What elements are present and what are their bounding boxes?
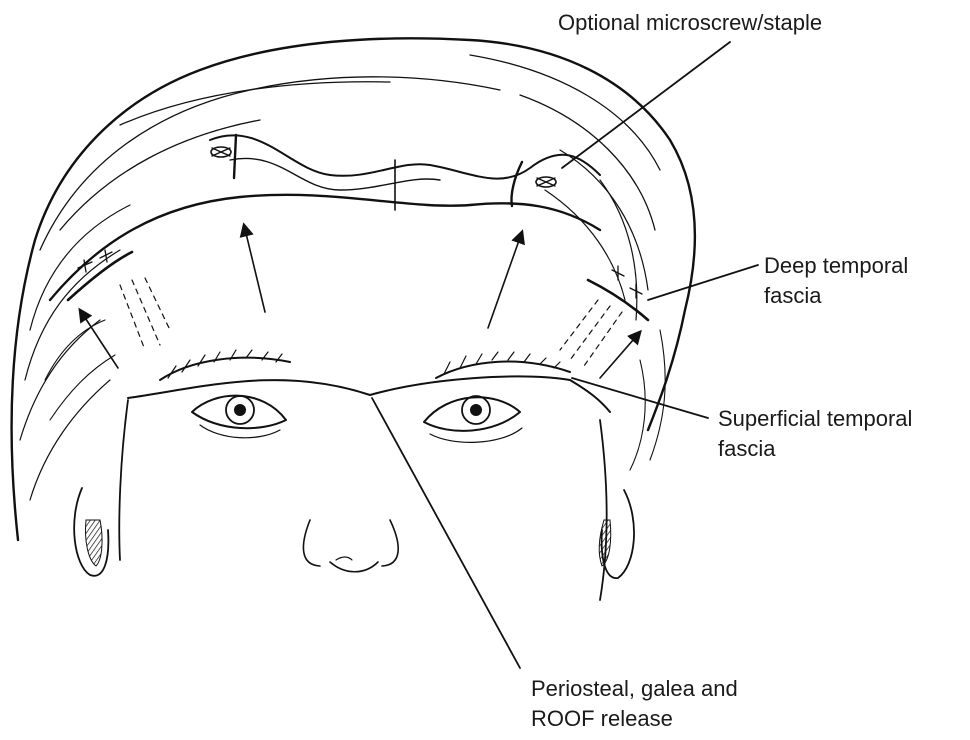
eye-left <box>192 396 286 438</box>
forehead-flap <box>50 135 600 300</box>
nose <box>303 520 398 572</box>
label-deep-temporal-fascia: Deep temporal fascia <box>764 251 908 311</box>
leader-screw <box>562 42 730 168</box>
leader-release <box>372 398 520 668</box>
eyebrow-left <box>160 350 290 380</box>
label-deep-line2: fascia <box>764 281 908 311</box>
forehead-arrow-left <box>244 225 265 312</box>
microscrew-right <box>511 162 556 206</box>
temporal-incision-right <box>560 266 648 378</box>
leader-deep-fascia <box>648 265 758 300</box>
microscrew-left <box>211 135 236 178</box>
label-release: Periosteal, galea and ROOF release <box>531 674 738 734</box>
label-superficial-temporal-fascia: Superficial temporal fascia <box>718 404 912 464</box>
eye-right <box>424 396 522 442</box>
eyebrow-right <box>436 352 570 378</box>
leader-superficial-fascia <box>572 378 708 418</box>
label-release-line2: ROOF release <box>531 704 738 734</box>
hair <box>11 38 694 540</box>
label-superficial-line2: fascia <box>718 434 912 464</box>
label-superficial-line1: Superficial temporal <box>718 404 912 434</box>
ear-left <box>74 488 108 576</box>
label-deep-line1: Deep temporal <box>764 251 908 281</box>
label-microscrew: Optional microscrew/staple <box>558 8 822 38</box>
forehead-arrow-right <box>488 232 522 328</box>
temporal-incision-left <box>68 250 170 368</box>
ear-right <box>599 490 634 578</box>
label-release-line1: Periosteal, galea and <box>531 674 738 704</box>
label-microscrew-line1: Optional microscrew/staple <box>558 8 822 38</box>
